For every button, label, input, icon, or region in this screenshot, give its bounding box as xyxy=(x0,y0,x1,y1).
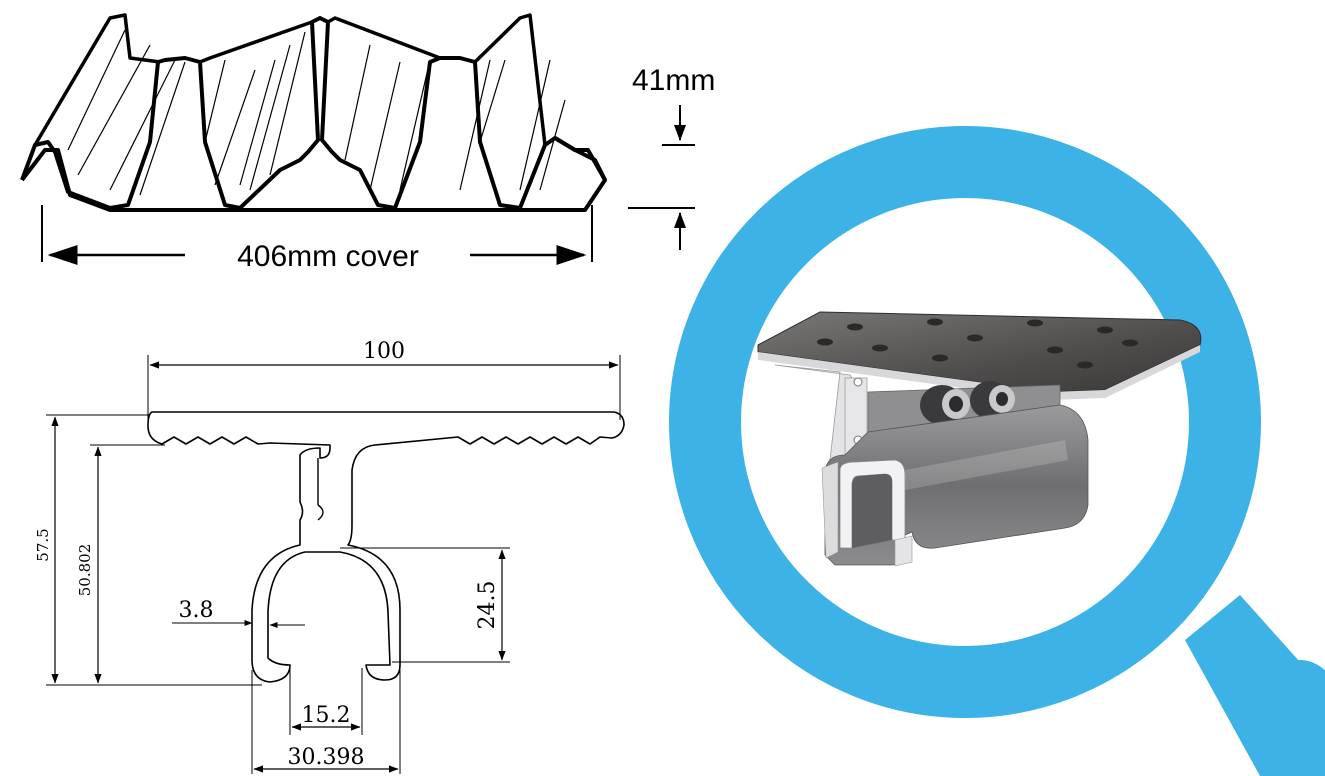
clamp-channel-interior xyxy=(852,474,892,548)
clamp-rail-highlight xyxy=(905,440,1068,490)
clamp-section: 100 57.5 50.802 24.5 3.8 15.2 30.398 xyxy=(34,339,625,774)
clamp-channel-lip-left xyxy=(821,461,839,559)
dim-base-label: 30.398 xyxy=(288,745,365,770)
plate-holes xyxy=(817,318,1138,369)
cover-label: 406mm cover xyxy=(237,240,419,273)
clamp-channel-lip-right xyxy=(894,535,913,567)
magnifier-handle-knob xyxy=(1255,660,1325,776)
dim-width-label: 100 xyxy=(363,339,405,364)
roof-front-edge xyxy=(20,136,607,212)
clamp-outline xyxy=(147,411,625,683)
dim-overall-label: 57.5 xyxy=(34,528,52,561)
roof-back-ridges xyxy=(33,13,547,146)
clamp-top-plate xyxy=(757,311,1202,393)
roof-profile: 406mm cover 41mm xyxy=(20,13,715,273)
height-label: 41mm xyxy=(632,64,715,97)
clamp-render xyxy=(757,311,1202,567)
dim-opening-label: 15.2 xyxy=(302,703,351,728)
magnifier xyxy=(669,126,1325,776)
dim-inner-label: 50.802 xyxy=(76,544,94,597)
clamp-bolts xyxy=(920,381,1015,425)
clamp-stem-notch xyxy=(317,458,324,521)
stem-pin xyxy=(853,377,863,387)
dim-wall-label: 3.8 xyxy=(179,598,214,623)
roof-profile-outline xyxy=(20,16,607,210)
dim-slot-label: 24.5 xyxy=(475,581,500,630)
roof-pan-lines xyxy=(67,29,566,196)
